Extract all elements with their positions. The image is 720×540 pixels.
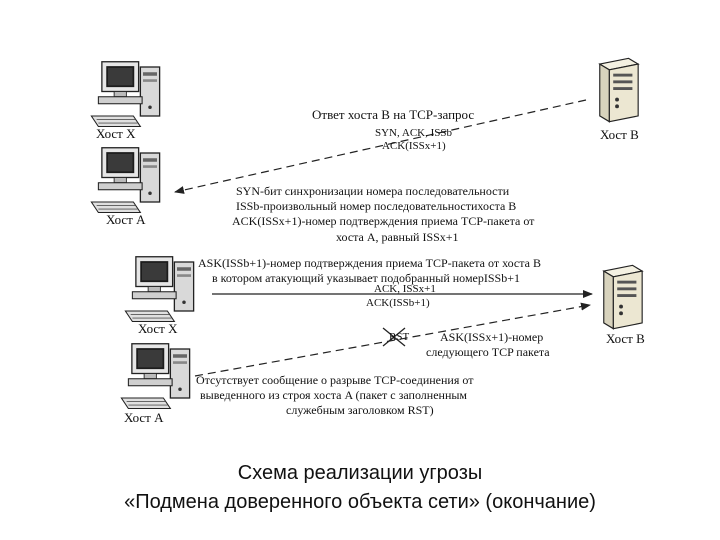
- next-seq-line-1: ASK(ISSx+1)-номер: [440, 330, 544, 344]
- workstation-x-bottom-icon: [124, 256, 195, 323]
- reply-title: Ответ хоста B на TCP-запрос: [312, 107, 475, 122]
- reply-fields-1: SYN, ACK, ISSb: [375, 127, 453, 139]
- ack-fields-1: ACK, ISSx+1: [374, 283, 436, 295]
- explain-line-2: ISSb-произвольный номер последовательнос…: [236, 199, 517, 213]
- explain-line-3: ACK(ISSx+1)-номер подтверждения приема T…: [232, 214, 535, 228]
- host-b-bottom-label: Хост B: [606, 331, 645, 346]
- reply-arrow: [174, 99, 587, 194]
- ask-line-1: ASK(ISSb+1)-номер подтверждения приема T…: [198, 256, 541, 270]
- next-seq-line-2: следующего TCP пакета: [426, 345, 550, 359]
- rst-cross-icon: [382, 327, 406, 347]
- rst-absent-arrow: [194, 302, 591, 377]
- rst-label: RST: [389, 331, 410, 343]
- host-a-top-label: Хост A: [106, 212, 146, 227]
- caption-line-1: Схема реализации угрозы: [237, 462, 483, 484]
- workstation-a-top-icon: [90, 147, 161, 214]
- host-b-top-label: Хост B: [600, 127, 639, 142]
- server-b-bottom-icon: [603, 264, 643, 330]
- absent-line-2: выведенного из строя хоста A (пакет с за…: [200, 388, 468, 402]
- ack-fields-2: ACK(ISSb+1): [366, 297, 430, 309]
- explain-line-4: хоста A, равный ISSx+1: [336, 230, 459, 244]
- explain-line-1: SYN-бит синхронизации номера последовате…: [236, 184, 510, 198]
- workstation-a-bottom-icon: [120, 343, 191, 410]
- ask-line-2: в котором атакующий указывает подобранны…: [212, 271, 520, 285]
- absent-line-3: служебным заголовком RST): [286, 403, 434, 417]
- caption-line-2: «Подмена доверенного объекта сети» (окон…: [124, 491, 596, 513]
- host-x-top-label: Хост X: [96, 126, 136, 141]
- server-b-top-icon: [599, 57, 639, 123]
- host-x-bottom-label: Хост X: [138, 321, 178, 336]
- absent-line-1: Отсутствует сообщение о разрыве TCP-соед…: [196, 373, 474, 387]
- reply-fields-2: ACK(ISSx+1): [382, 140, 446, 152]
- workstation-x-top-icon: [90, 61, 161, 128]
- host-a-bottom-label: Хост A: [124, 410, 164, 425]
